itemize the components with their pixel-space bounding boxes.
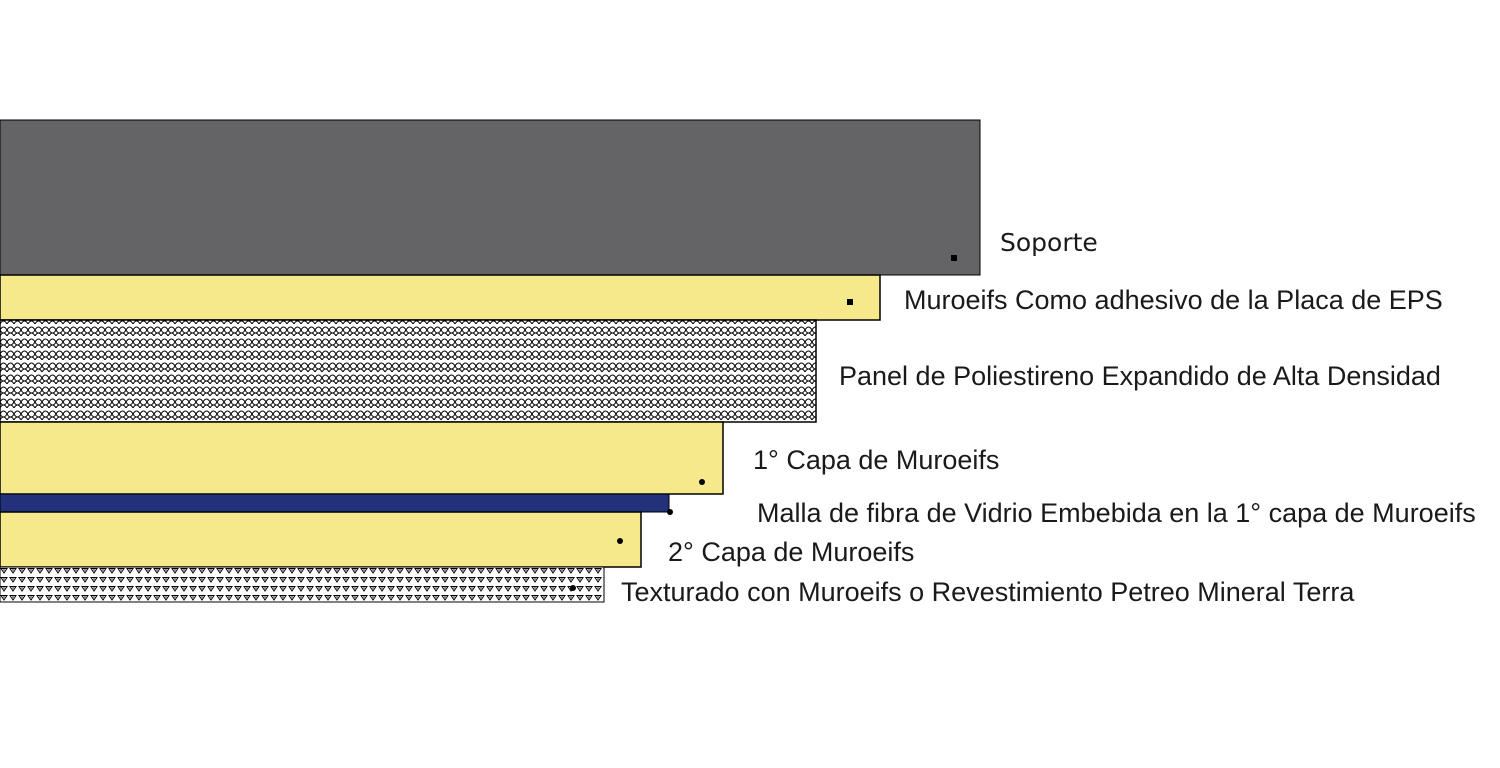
layer-adhesivo: Muroeifs Como adhesivo de la Placa de EP… bbox=[0, 274, 1443, 321]
leader-dot bbox=[617, 538, 623, 544]
layer-capa-1-band bbox=[0, 421, 724, 495]
layer-texturado-band bbox=[0, 566, 605, 603]
layer-adhesivo-band bbox=[0, 274, 881, 321]
layer-label-texturado: Texturado con Muroeifs o Revestimiento P… bbox=[621, 577, 1355, 607]
leader-dot bbox=[570, 585, 576, 591]
layer-panel-eps-band bbox=[0, 319, 817, 423]
layer-soporte-band bbox=[0, 119, 981, 276]
layer-label-malla: Malla de fibra de Vidrio Embebida en la … bbox=[757, 498, 1476, 528]
leader-dot bbox=[847, 299, 853, 305]
layer-malla: Malla de fibra de Vidrio Embebida en la … bbox=[0, 493, 1476, 528]
layer-label-panel-eps: Panel de Poliestireno Expandido de Alta … bbox=[839, 361, 1441, 391]
layer-label-soporte: Soporte bbox=[1000, 228, 1098, 257]
layer-capa-2-band bbox=[0, 511, 642, 568]
layer-soporte: Soporte bbox=[0, 119, 1098, 276]
leader-dot bbox=[667, 509, 673, 515]
layer-malla-band bbox=[0, 493, 670, 513]
layer-label-capa-2: 2° Capa de Muroeifs bbox=[668, 537, 914, 567]
leader-dot bbox=[699, 479, 705, 485]
layer-texturado: Texturado con Muroeifs o Revestimiento P… bbox=[0, 566, 1355, 607]
layer-capa-1: 1° Capa de Muroeifs bbox=[0, 421, 999, 495]
layer-label-capa-1: 1° Capa de Muroeifs bbox=[753, 445, 999, 475]
layer-panel-eps: Panel de Poliestireno Expandido de Alta … bbox=[0, 319, 1441, 423]
layer-label-adhesivo: Muroeifs Como adhesivo de la Placa de EP… bbox=[904, 285, 1443, 315]
leader-dot bbox=[951, 255, 957, 261]
